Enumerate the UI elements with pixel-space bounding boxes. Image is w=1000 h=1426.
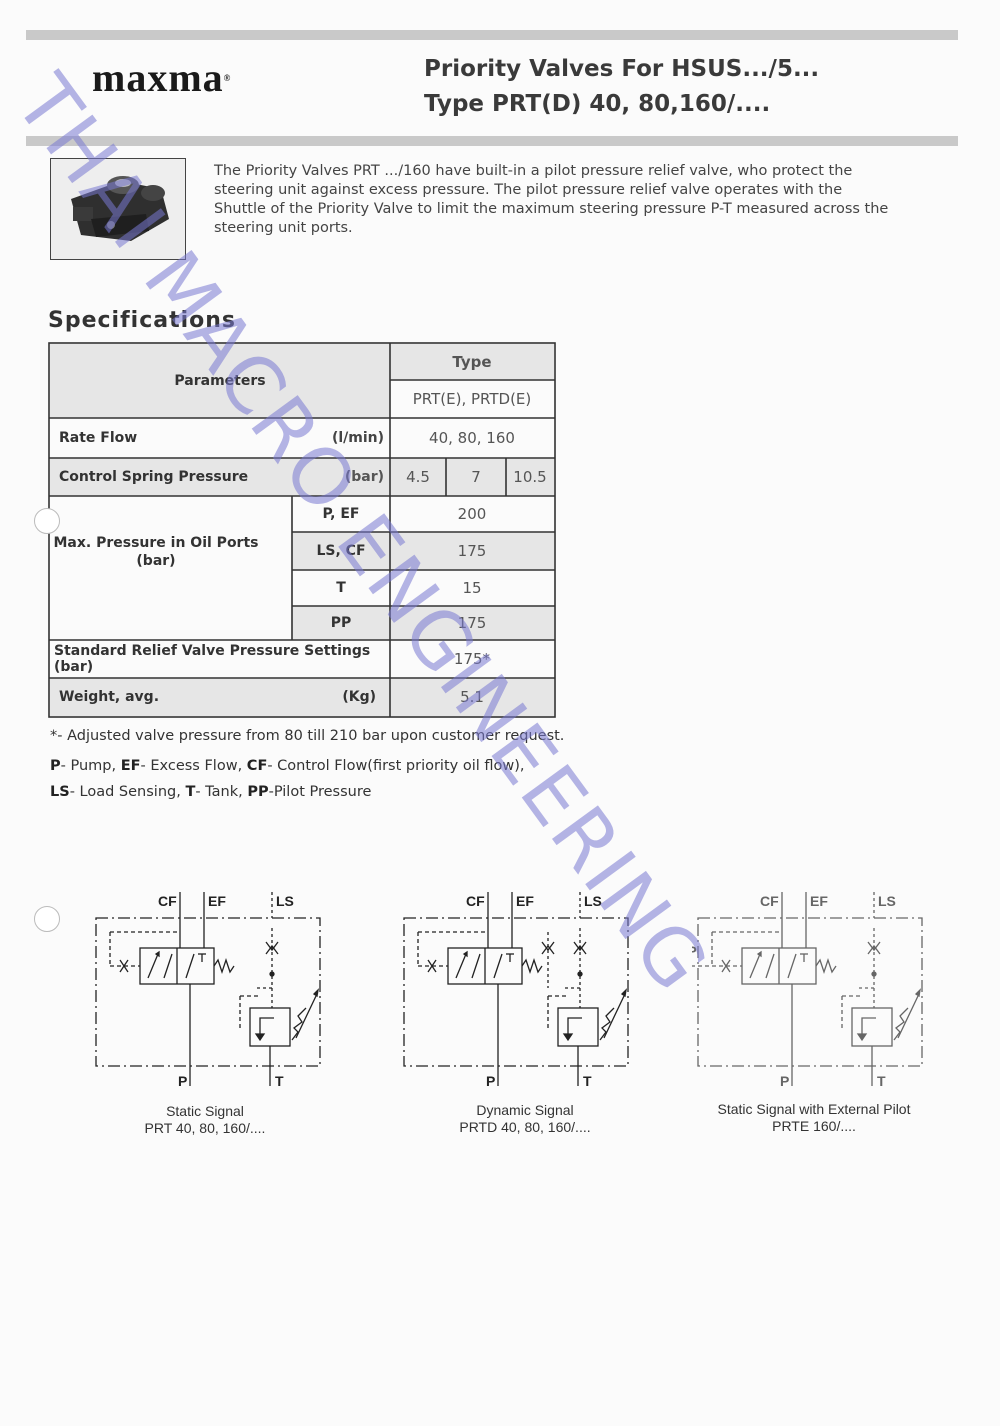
header-divider-band <box>26 136 958 146</box>
specifications-heading: Specifications <box>48 308 237 333</box>
legend-line-2: LS- Load Sensing, T- Tank, PP-Pilot Pres… <box>50 784 372 800</box>
brand-logo: maxma® <box>92 55 232 100</box>
svg-text:CF: CF <box>466 893 485 909</box>
svg-text:EF: EF <box>208 893 226 909</box>
product-photo <box>50 158 186 260</box>
adjusted-pressure-note: *- Adjusted valve pressure from 80 till … <box>50 728 565 744</box>
control-spring-label: Control Spring Pressure <box>50 458 390 496</box>
relief-value: 175* <box>390 640 554 678</box>
binder-hole <box>34 508 60 534</box>
svg-text:P: P <box>780 1073 789 1089</box>
max-pressure-label: Max. Pressure in Oil Ports <box>53 535 259 551</box>
top-band <box>26 30 958 40</box>
max-pressure-unit: (bar) <box>136 553 176 569</box>
svg-text:T: T <box>583 1073 592 1089</box>
legend-line-1: P- Pump, EF- Excess Flow, CF- Control Fl… <box>50 758 525 774</box>
port-value: 200 <box>390 496 554 532</box>
svg-text:LS: LS <box>878 893 896 909</box>
svg-text:LS: LS <box>276 893 294 909</box>
page-title-line2: Type PRT(D) 40, 80,160/.... <box>424 91 771 117</box>
control-spring-value: 10.5 <box>506 458 554 496</box>
svg-text:CF: CF <box>760 893 779 909</box>
port-label: LS, CF <box>292 532 390 570</box>
svg-text:P: P <box>178 1073 187 1089</box>
type-value: PRT(E), PRTD(E) <box>390 380 554 418</box>
control-spring-value: 7 <box>446 458 506 496</box>
weight-label: Weight, avg. <box>50 678 390 716</box>
relief-label: Standard Relief Valve Pressure Settings … <box>50 640 390 678</box>
control-spring-unit: (bar) <box>344 469 384 485</box>
intro-paragraph: The Priority Valves PRT .../160 have bui… <box>214 163 889 236</box>
max-pressure-cell: Max. Pressure in Oil Ports (bar) <box>50 496 292 640</box>
port-label: T <box>292 570 390 606</box>
parameters-header: Parameters <box>50 344 390 418</box>
port-value: 175 <box>390 606 554 640</box>
svg-text:CF: CF <box>158 893 177 909</box>
port-value: 15 <box>390 570 554 606</box>
svg-text:T: T <box>877 1073 886 1089</box>
port-label: PP <box>292 606 390 640</box>
hydraulic-diagram-external-pilot: CF EF LS P T PP <box>678 888 932 1103</box>
table-grid <box>48 342 556 718</box>
svg-text:EF: EF <box>810 893 828 909</box>
rate-flow-label: Rate Flow <box>50 418 390 458</box>
weight-value: 5.1 <box>390 678 554 716</box>
page-title-line1: Priority Valves For HSUS.../5... <box>424 56 820 82</box>
rate-flow-value: 40, 80, 160 <box>390 418 554 458</box>
type-header: Type <box>390 344 554 380</box>
svg-text:LS: LS <box>584 893 602 909</box>
svg-text:T: T <box>275 1073 284 1089</box>
rate-flow-unit: (l/min) <box>331 430 384 446</box>
binder-hole <box>34 906 60 932</box>
hydraulic-diagram-static: CF EF LS P T <box>90 888 330 1103</box>
svg-text:P: P <box>486 1073 495 1089</box>
control-spring-value: 4.5 <box>390 458 446 496</box>
hydraulic-diagram-dynamic: CF EF LS P T <box>398 888 638 1103</box>
svg-text:EF: EF <box>516 893 534 909</box>
port-label: P, EF <box>292 496 390 532</box>
port-value: 175 <box>390 532 554 570</box>
weight-unit: (Kg) <box>342 689 376 705</box>
svg-text:PP: PP <box>692 943 697 959</box>
